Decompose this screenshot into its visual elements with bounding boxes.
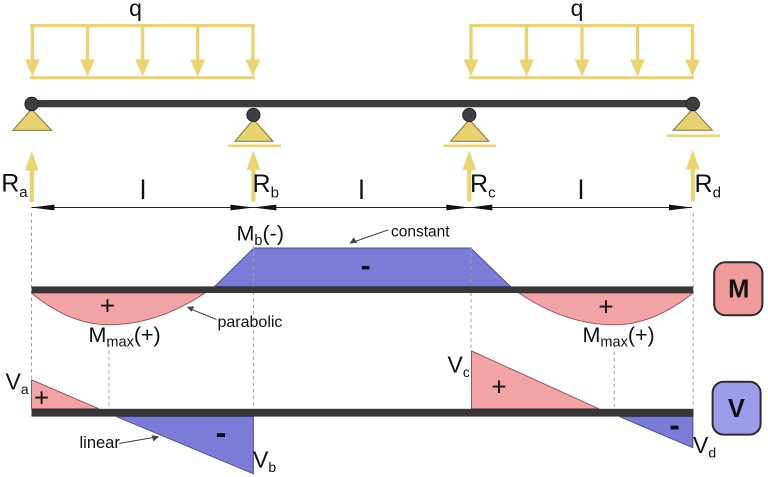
svg-text:q: q: [129, 0, 142, 21]
svg-text:constant: constant: [391, 224, 450, 241]
svg-text:Rc: Rc: [470, 170, 496, 202]
svg-text:l: l: [578, 175, 584, 205]
svg-text:+: +: [34, 383, 49, 413]
svg-text:Vd: Vd: [693, 432, 716, 461]
svg-text:l: l: [140, 175, 146, 205]
svg-text:Vb: Vb: [253, 447, 276, 476]
svg-text:Mmax(+): Mmax(+): [89, 323, 161, 351]
svg-text:+: +: [491, 372, 506, 402]
svg-text:-: -: [361, 250, 371, 283]
svg-text:Mb(-): Mb(-): [237, 222, 284, 250]
svg-text:l: l: [359, 175, 365, 205]
svg-text:+: +: [598, 292, 613, 322]
svg-text:-: -: [216, 415, 227, 451]
svg-text:Rd: Rd: [695, 170, 721, 202]
svg-text:V: V: [728, 395, 745, 423]
svg-text:Vc: Vc: [448, 352, 470, 381]
svg-text:M: M: [728, 275, 749, 303]
svg-text:Va: Va: [6, 369, 29, 398]
svg-text:-: -: [669, 407, 680, 443]
svg-text:Mmax(+): Mmax(+): [583, 323, 655, 351]
svg-text:q: q: [571, 0, 584, 21]
svg-text:Ra: Ra: [1, 169, 28, 201]
svg-text:parabolic: parabolic: [218, 314, 283, 331]
svg-text:+: +: [100, 291, 115, 321]
svg-text:linear: linear: [80, 434, 121, 452]
svg-text:Rb: Rb: [253, 170, 279, 202]
